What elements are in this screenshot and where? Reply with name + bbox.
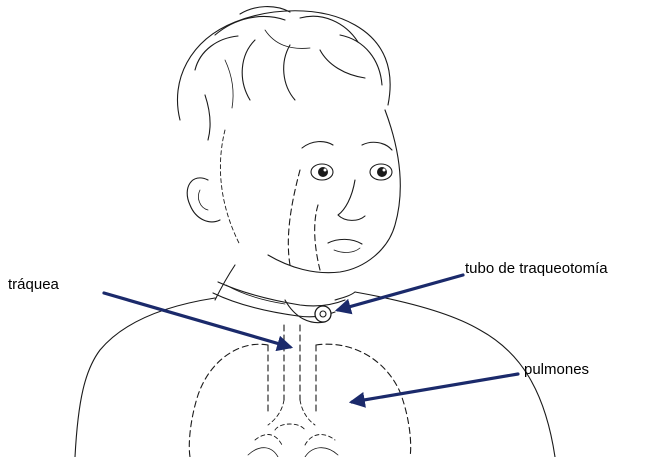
trachea-outline [268, 325, 315, 425]
arrow-pulmones [352, 374, 518, 402]
tracheostomy-tube-label: tubo de traqueotomía [465, 260, 608, 278]
trachea-label: tráquea [8, 276, 59, 294]
face [187, 110, 400, 273]
hair [177, 7, 390, 140]
neck-and-tube [213, 265, 355, 323]
lungs-label: pulmones [524, 361, 589, 379]
